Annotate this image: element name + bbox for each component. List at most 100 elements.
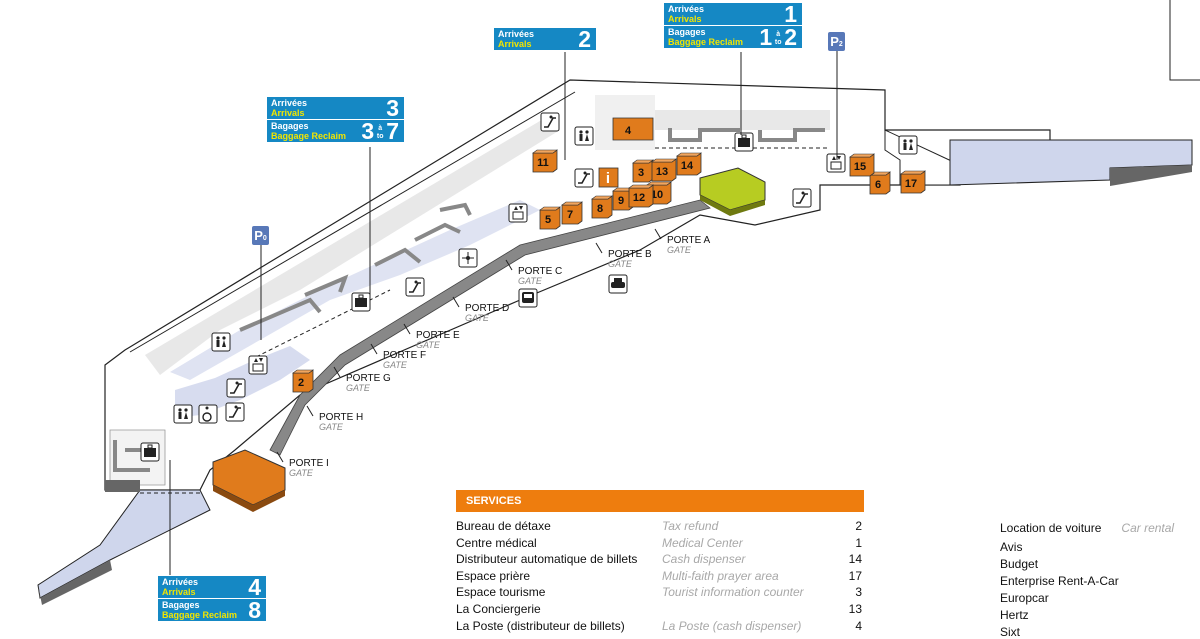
shop-roof [292, 369, 314, 374]
shop-block [612, 117, 654, 141]
elevator-icon[interactable] [248, 355, 268, 375]
gate-name-en: GATE [465, 313, 490, 323]
baggage-icon[interactable] [351, 292, 371, 312]
shop-2[interactable]: 2 [292, 369, 314, 393]
sign-label-en: Arrivals [498, 39, 532, 49]
sign-arrivals-4-baggage-8: Arrivées Arrivals 4 Bagages Baggage Recl… [158, 574, 266, 623]
parking-p0-badge[interactable]: P0 [252, 226, 269, 245]
service-shop-number: 2 [855, 519, 862, 533]
escalator-icon[interactable] [226, 378, 246, 398]
sign-number: 8 [248, 597, 261, 623]
service-name: La Poste (distributeur de billets) [456, 618, 625, 633]
gate-tick [306, 405, 314, 417]
baggage-carousels [113, 128, 825, 472]
shop-number: 15 [854, 161, 866, 173]
sign-label-en: Arrivals [162, 587, 196, 597]
elevator-icon[interactable] [826, 153, 846, 173]
parking-p2-badge[interactable]: P2 [828, 32, 845, 51]
bus-icon[interactable] [518, 288, 538, 308]
escalator-icon[interactable] [405, 277, 425, 297]
shop-17[interactable]: 17 [900, 170, 926, 194]
gate-name: PORTE A [667, 235, 710, 246]
car-rental-company: Budget [1000, 557, 1039, 571]
gate-name-en: GATE [416, 340, 441, 350]
shop-11[interactable]: 11 [532, 149, 558, 173]
gate-name-en: GATE [383, 360, 408, 370]
restroom-icon[interactable] [898, 135, 918, 155]
shop-number: 8 [597, 203, 603, 215]
gate-name-en: GATE [667, 245, 692, 255]
gate-name-en: GATE [346, 383, 371, 393]
shop-number: 11 [537, 157, 549, 169]
info-icon[interactable]: i [598, 167, 619, 188]
shop-number: 2 [298, 377, 304, 389]
shop-number: 9 [618, 195, 624, 207]
shop-roof [561, 201, 583, 206]
shop-roof [632, 159, 654, 164]
shop-number: 4 [625, 125, 632, 137]
sign-arrivals-1-baggage-1-2: Arrivées Arrivals 1 Bagages Baggage Recl… [664, 1, 802, 50]
service-shop-number: 14 [848, 552, 862, 567]
service-name-en: Tourist information counter [662, 585, 804, 600]
sign-label-en: Baggage Reclaim [162, 610, 238, 620]
sign-label-en: Baggage Reclaim [668, 37, 744, 47]
gate-name: PORTE I [289, 458, 329, 469]
restroom-icon[interactable] [574, 126, 594, 146]
shop-8[interactable]: 8 [591, 195, 613, 219]
shop-14[interactable]: 14 [676, 152, 702, 176]
shop-16-block[interactable] [699, 167, 766, 216]
baggage-icon[interactable] [734, 132, 754, 152]
map-icons-layer: i [140, 112, 918, 462]
shop-4[interactable]: 4 [612, 117, 654, 141]
service-shop-number: 17 [848, 568, 862, 583]
baggage-icon[interactable] [140, 442, 160, 462]
prayer-icon[interactable] [458, 248, 478, 268]
shop-12[interactable]: 12 [628, 184, 654, 208]
taxi-icon[interactable] [608, 274, 628, 294]
elevator-icon[interactable] [508, 203, 528, 223]
gate-name: PORTE C [518, 266, 562, 277]
shop-15[interactable]: 15 [849, 153, 875, 177]
shop-6[interactable]: 6 [869, 171, 891, 195]
shop-1-block[interactable] [212, 449, 286, 512]
escalator-icon[interactable] [540, 112, 560, 132]
service-name: Espace tourisme [456, 585, 546, 600]
sign-label-en: Baggage Reclaim [271, 131, 347, 141]
service-name: Bureau de détaxe [456, 519, 551, 533]
sign-label: Arrivées [668, 4, 705, 14]
sign-number: 2 [578, 26, 591, 52]
car-rental-company: Hertz [1000, 608, 1029, 622]
gate-name: PORTE G [346, 373, 391, 384]
gate-name-en: GATE [289, 468, 314, 478]
gate-tick [595, 242, 603, 254]
restroom-icon[interactable] [211, 332, 231, 352]
sign-label: Bagages [162, 600, 200, 610]
shop-13[interactable]: 13 [651, 158, 677, 182]
service-shop-number: 1 [855, 535, 862, 550]
sign-label-en: Arrivals [271, 108, 305, 118]
car-rental-company: Avis [1000, 540, 1023, 554]
shop-5[interactable]: 5 [539, 206, 561, 230]
shop-7[interactable]: 7 [561, 201, 583, 225]
wheelchair-icon[interactable] [198, 404, 218, 424]
gate-tick [333, 366, 341, 378]
service-name-en: Multi-faith prayer area [662, 568, 779, 583]
restroom-icon[interactable] [173, 404, 193, 424]
shop-number: 3 [638, 167, 644, 179]
escalator-icon[interactable] [574, 168, 594, 188]
shop-number: 13 [656, 166, 668, 178]
escalator-icon[interactable] [225, 402, 245, 422]
shop-roof [849, 153, 875, 158]
escalator-icon[interactable] [792, 188, 812, 208]
gate-name-en: GATE [608, 259, 633, 269]
shop-3[interactable]: 3 [632, 159, 654, 183]
gate-name: PORTE E [416, 330, 460, 341]
